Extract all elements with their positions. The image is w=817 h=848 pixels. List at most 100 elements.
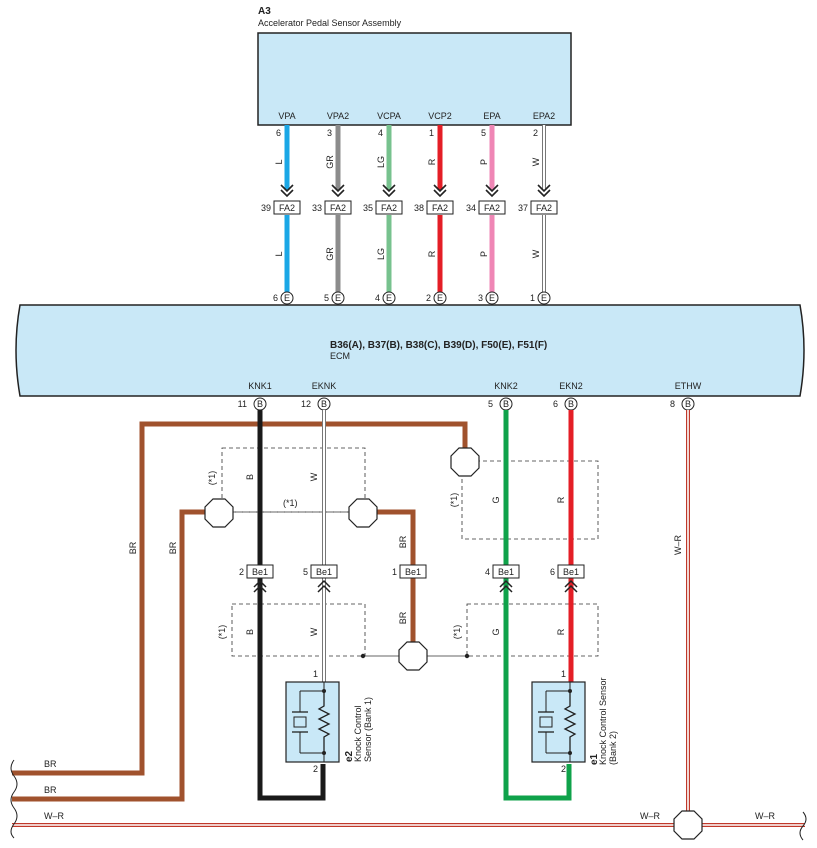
sensor-bank1-internal-wiring xyxy=(299,682,325,762)
ecm-conn-epa: E xyxy=(489,293,495,303)
ecm-pin-epa: 3 xyxy=(478,293,483,303)
sensor-bank2-code: e1 xyxy=(589,753,600,765)
wire-label-vpa-lower: L xyxy=(274,251,284,256)
be1-connector-br: 1 Be1 xyxy=(392,564,427,579)
a3-assembly-box xyxy=(257,32,572,126)
splice-br-middle xyxy=(348,498,378,528)
shield-junction-dot-right xyxy=(464,653,470,659)
wire-label-r-upper: R xyxy=(556,496,566,503)
ecm-pin-knk1: 11 xyxy=(238,399,247,409)
a3-terminal-epa: EPA xyxy=(483,111,500,121)
wire-label-wr-vertical: W–R xyxy=(673,535,683,556)
ecm-conn-vpa: E xyxy=(284,293,290,303)
knock-sensor-bank1: 1 2 e2 Knock Control Sensor (Bank 1) xyxy=(285,669,373,774)
fa2-pin-vcp2: 38 xyxy=(414,203,424,213)
a3-pin-vcpa: 4 xyxy=(378,128,383,138)
fa2-pin-epa2: 37 xyxy=(518,203,528,213)
ecm-conn-circle-epa xyxy=(485,291,499,305)
wire-label-vcp2-upper: R xyxy=(427,158,437,165)
fa2-box-epa xyxy=(478,200,506,215)
ecm-conn-knk2: B xyxy=(503,399,509,409)
ecm-label-eknk: EKNK xyxy=(312,381,337,391)
ecm-conn-vcpa: E xyxy=(386,293,392,303)
wire-label-vcpa-upper: LG xyxy=(376,156,386,168)
wire-label-wr-left: W–R xyxy=(44,811,65,821)
be1-connector-r: 6 Be1 xyxy=(550,564,585,593)
wire-label-b-upper: B xyxy=(245,474,255,480)
ecm-conn-knk1: B xyxy=(257,399,263,409)
a3-code: A3 xyxy=(258,6,271,17)
splice-br-left xyxy=(204,498,234,528)
fa2-label-epa2: FA2 xyxy=(536,203,552,213)
a3-pin-vpa: 6 xyxy=(276,128,281,138)
fa2-label-vcp2: FA2 xyxy=(432,203,448,213)
note-br-link: (*1) xyxy=(283,498,298,508)
ecm-conn-circle-epa2 xyxy=(537,291,551,305)
ecm-label-ekn2: EKN2 xyxy=(559,381,583,391)
be1-connector-b: 2 Be1 xyxy=(239,564,274,593)
ecm-pin-vcpa: 4 xyxy=(375,293,380,303)
sensor-bank2-pin-bottom: 2 xyxy=(561,764,566,774)
fa2-box-vcp2 xyxy=(426,200,454,215)
resistor-icon xyxy=(563,691,577,753)
ecm-conn-circle-vcp2 xyxy=(433,291,447,305)
wire-label-epa-upper: P xyxy=(479,159,489,165)
note-bank1-upper: (*1) xyxy=(207,471,217,486)
splice-wr-ground xyxy=(673,810,703,840)
sensor-bank1-box xyxy=(285,681,340,763)
ecm-pin-vcp2: 2 xyxy=(426,293,431,303)
fa2-box-epa2 xyxy=(530,200,558,215)
chevron-up-icon xyxy=(317,579,331,593)
shield-box-bank2-upper xyxy=(461,460,599,540)
ecm-conn-circle-vpa2 xyxy=(331,291,345,305)
ecm-name: ECM xyxy=(330,351,350,361)
a3-terminal-vpa: VPA xyxy=(278,111,295,121)
wire-label-r-lower: R xyxy=(556,628,566,635)
ecm-label-knk1: KNK1 xyxy=(248,381,272,391)
be1-pin-b: 2 xyxy=(239,567,244,577)
a3-name: Accelerator Pedal Sensor Assembly xyxy=(258,18,402,28)
wire-label-br-shield-lower: BR xyxy=(398,611,408,624)
sensor-bank2-line1: Knock Control Sensor xyxy=(598,677,608,765)
ecm-box xyxy=(15,304,805,397)
chevron-down-icon xyxy=(280,184,294,198)
fa2-label-vpa2: FA2 xyxy=(330,203,346,213)
a3-terminal-group: VPA6LLFA239E6VPAVPA23GRGRFA233E5VPA2VCPA… xyxy=(261,111,558,319)
ecm-conn-vcp2: E xyxy=(437,293,443,303)
shield-box-bank2-lower xyxy=(466,603,599,657)
fa2-box-vpa xyxy=(273,200,301,215)
ecm-label-ethw: ETHW xyxy=(675,381,702,391)
note-bank2-lower: (*1) xyxy=(452,625,462,640)
fa2-pin-vcpa: 35 xyxy=(363,203,373,213)
wire-br-outer xyxy=(12,421,468,776)
wire-label-br-shield-upper: BR xyxy=(398,535,408,548)
resistor-icon xyxy=(317,691,331,753)
wire-label-g-lower: G xyxy=(491,628,501,635)
shield-box-bank1-upper xyxy=(221,447,366,513)
ecm-pin-vpa2: 5 xyxy=(324,293,329,303)
ecm-pin-knk2: 5 xyxy=(488,399,493,409)
wire-br-inner xyxy=(12,509,207,802)
ecm-pin-ekn2: 6 xyxy=(553,399,558,409)
sensor-bank2-pin-top: 1 xyxy=(561,669,566,679)
sensor-bank1-code: e2 xyxy=(344,750,355,762)
break-mark-left xyxy=(10,759,18,839)
be1-label-br: Be1 xyxy=(405,567,421,577)
be1-connector-g: 4 Be1 xyxy=(485,564,520,593)
be1-pin-g: 4 xyxy=(485,567,490,577)
wire-label-g-upper: G xyxy=(491,496,501,503)
break-mark-right xyxy=(799,811,807,841)
fa2-label-vpa: FA2 xyxy=(279,203,295,213)
fa2-pin-epa: 34 xyxy=(466,203,476,213)
be1-box-r xyxy=(557,564,585,579)
fa2-box-vcpa xyxy=(375,200,403,215)
be1-label-r: Be1 xyxy=(563,567,579,577)
a3-pin-vcp2: 1 xyxy=(429,128,434,138)
ecm-pin-ethw: 8 xyxy=(670,399,675,409)
wire-label-wr-middle: W–R xyxy=(640,811,661,821)
ecm-conn-circle-vpa xyxy=(280,291,294,305)
chevron-down-icon xyxy=(331,184,345,198)
chevron-down-icon xyxy=(433,184,447,198)
sensor-bank1-pin-bottom: 2 xyxy=(313,764,318,774)
wire-br-shield-upper xyxy=(362,509,416,656)
